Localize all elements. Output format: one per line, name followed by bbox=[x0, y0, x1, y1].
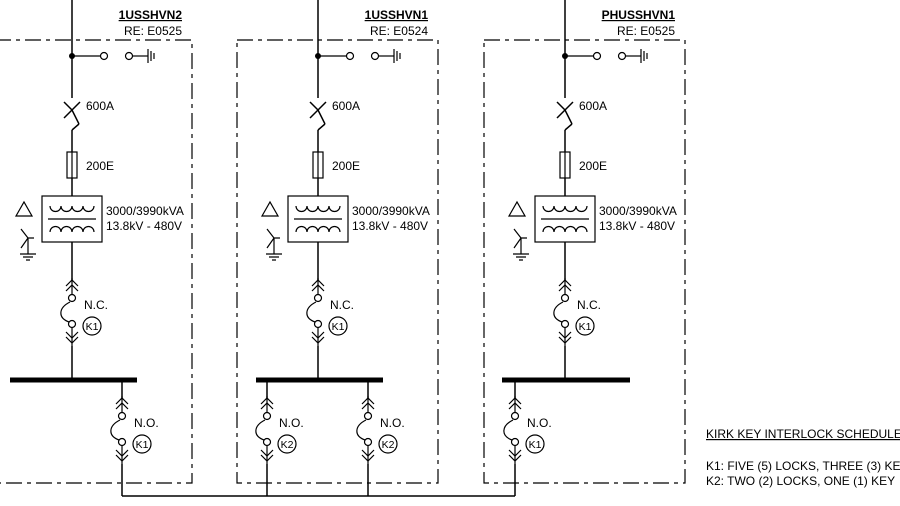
ground-icon bbox=[393, 49, 401, 63]
ground-icon bbox=[20, 253, 36, 261]
kirk-key-symbol bbox=[575, 316, 595, 336]
tie-drawout-breaker: N.O. K1 bbox=[110, 396, 159, 464]
ground-switch bbox=[617, 51, 627, 61]
breaker-rating: 600A bbox=[86, 99, 114, 113]
ground-icon bbox=[147, 49, 155, 63]
transformer-rating: 3000/3990kVA bbox=[352, 204, 430, 218]
enclosure-outline bbox=[236, 39, 439, 484]
schedule-line-k1: K1: FIVE (5) LOCKS, THREE (3) KEYS bbox=[706, 459, 900, 473]
transformer-secondary-coil bbox=[49, 225, 95, 233]
ground-switch bbox=[370, 51, 380, 61]
tie-drawout-breaker: N.O. K1 bbox=[503, 396, 552, 464]
breaker-rating: 600A bbox=[332, 99, 360, 113]
fuse-rating: 200E bbox=[332, 159, 360, 173]
interlock-schedule: KIRK KEY INTERLOCK SCHEDULE K1: FIVE (5)… bbox=[706, 427, 900, 488]
unit-reference: RE: E0525 bbox=[124, 24, 182, 38]
fuse-rating: 200E bbox=[86, 159, 114, 173]
transformer-secondary-coil bbox=[542, 225, 588, 233]
transformer-primary-coil bbox=[295, 205, 341, 213]
delta-icon bbox=[507, 200, 527, 217]
kirk-key-symbol bbox=[82, 316, 102, 336]
breaker-symbol bbox=[309, 101, 327, 119]
switch-state-label: N.O. bbox=[279, 416, 304, 430]
wye-ground-icon bbox=[513, 228, 527, 254]
ground-icon bbox=[640, 49, 648, 63]
kirk-key-symbol bbox=[328, 316, 348, 336]
transformer-voltage: 13.8kV - 480V bbox=[599, 219, 675, 233]
transformer-rating: 3000/3990kVA bbox=[106, 204, 184, 218]
switch-state-label: N.C. bbox=[84, 298, 108, 312]
switch-state-label: N.C. bbox=[577, 298, 601, 312]
main-drawout-breaker: N.C. K1 bbox=[60, 278, 108, 346]
breaker-rating: 600A bbox=[579, 99, 607, 113]
unit-title: PHUSSHVN1 bbox=[602, 8, 676, 22]
kirk-key-label: K1 bbox=[86, 321, 99, 333]
transformer-voltage: 13.8kV - 480V bbox=[106, 219, 182, 233]
switch-state-label: N.O. bbox=[380, 416, 405, 430]
tie-drawout-breaker: N.O. K2 bbox=[356, 396, 405, 464]
kirk-key-symbol bbox=[277, 434, 297, 454]
fuse-rating: 200E bbox=[579, 159, 607, 173]
main-drawout-breaker: N.C. K1 bbox=[306, 278, 354, 346]
kirk-key-label: K1 bbox=[579, 321, 592, 333]
breaker-symbol bbox=[63, 101, 81, 119]
breaker-symbol bbox=[556, 101, 574, 119]
enclosure-outline bbox=[0, 39, 193, 484]
schedule-line-k2: K2: TWO (2) LOCKS, ONE (1) KEY bbox=[706, 474, 895, 488]
delta-icon bbox=[14, 200, 34, 217]
kirk-key-symbol bbox=[378, 434, 398, 454]
enclosure-outline bbox=[483, 39, 686, 484]
kirk-key-symbol bbox=[525, 434, 545, 454]
switch-state-label: N.O. bbox=[134, 416, 159, 430]
wye-ground-icon bbox=[20, 228, 34, 254]
transformer-primary-coil bbox=[542, 205, 588, 213]
tie-drawout-breaker: N.O. K2 bbox=[255, 396, 304, 464]
kirk-key-label: K2 bbox=[281, 439, 294, 451]
kirk-key-label: K2 bbox=[382, 439, 395, 451]
kirk-key-symbol bbox=[132, 434, 152, 454]
kirk-key-label: K1 bbox=[136, 439, 149, 451]
wye-ground-icon bbox=[266, 228, 280, 254]
unit-reference: RE: E0525 bbox=[617, 24, 675, 38]
schedule-title: KIRK KEY INTERLOCK SCHEDULE bbox=[706, 427, 900, 441]
ground-icon bbox=[266, 253, 282, 261]
transformer-primary-coil bbox=[49, 205, 95, 213]
transformer-secondary-coil bbox=[295, 225, 341, 233]
switch-state-label: N.O. bbox=[527, 416, 552, 430]
transformer-voltage: 13.8kV - 480V bbox=[352, 219, 428, 233]
transformer-rating: 3000/3990kVA bbox=[599, 204, 677, 218]
ground-switch bbox=[124, 51, 134, 61]
delta-icon bbox=[260, 200, 280, 217]
switch-state-label: N.C. bbox=[330, 298, 354, 312]
unit-reference: RE: E0524 bbox=[370, 24, 428, 38]
kirk-key-label: K1 bbox=[529, 439, 542, 451]
unit-title: 1USSHVN2 bbox=[119, 8, 183, 22]
kirk-key-label: K1 bbox=[332, 321, 345, 333]
main-drawout-breaker: N.C. K1 bbox=[553, 278, 601, 346]
unit-title: 1USSHVN1 bbox=[365, 8, 429, 22]
ground-icon bbox=[513, 253, 529, 261]
